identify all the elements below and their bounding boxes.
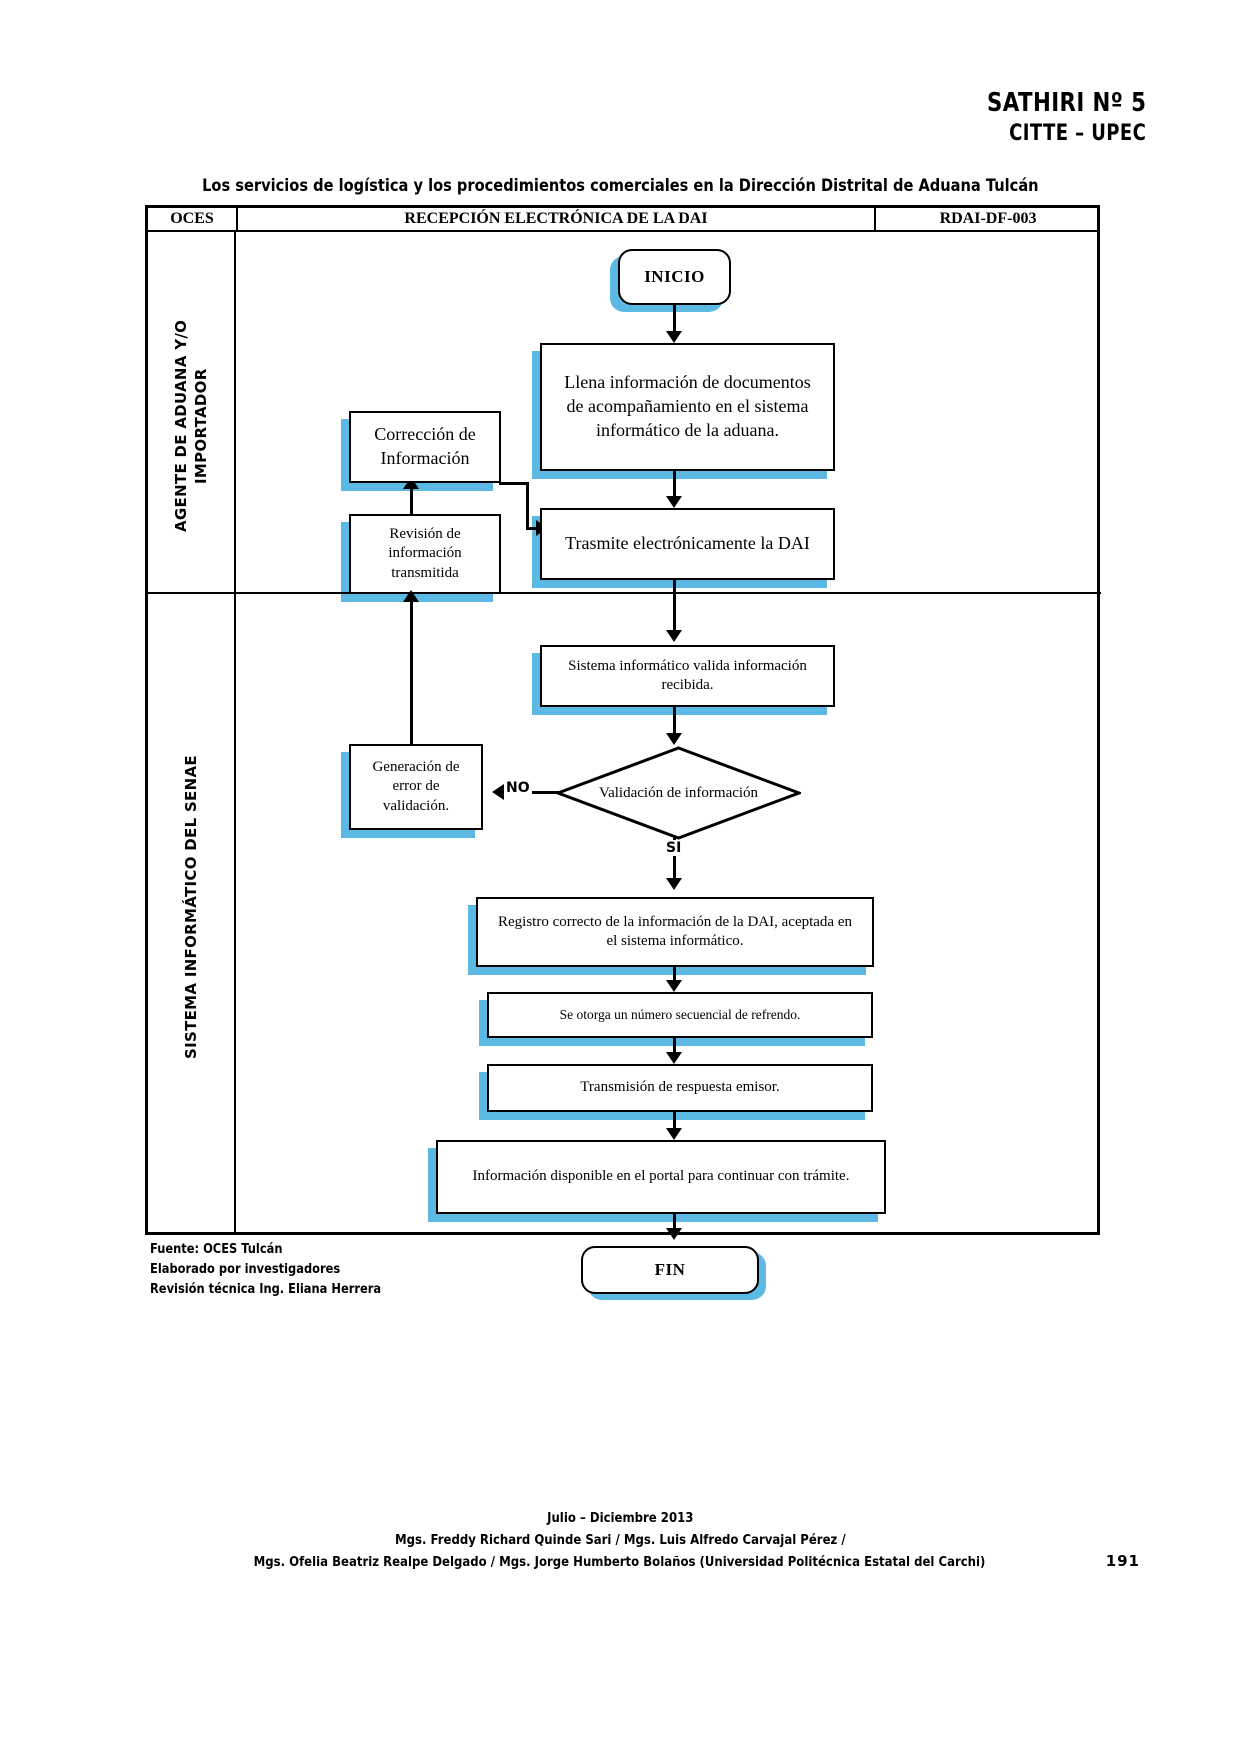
page-footer: Julio – Diciembre 2013 Mgs. Freddy Richa… (0, 1508, 1240, 1574)
arrow-llena-trasmite (666, 496, 682, 508)
edge-llena-trasmite (673, 471, 676, 501)
page-title: Los servicios de logística y los procedi… (0, 176, 1240, 196)
edge-error-revision (410, 600, 413, 746)
note-fuente: Fuente: OCES Tulcán (150, 1242, 283, 1257)
arrow-decision-error (492, 784, 504, 800)
edge-valida-decision (673, 707, 676, 739)
edge-correccion-elbow-v (526, 482, 529, 530)
node-fin[interactable]: FIN (581, 1246, 759, 1294)
node-revision-informacion[interactable]: Revisión de información transmitida (349, 514, 501, 594)
lane-label-agente: AGENTE DE ADUANA Y/O IMPORTADOR (171, 319, 210, 533)
arrow-registro-refrendo (666, 980, 682, 992)
node-informacion-portal[interactable]: Información disponible en el portal para… (436, 1140, 886, 1214)
node-correccion-informacion[interactable]: Corrección de Información (349, 411, 501, 483)
institution-name: CITTE – UPEC (1008, 120, 1146, 146)
footer-authors-2: Mgs. Ofelia Beatriz Realpe Delgado / Mgs… (0, 1552, 1240, 1574)
page-title-text: Los servicios de logística y los procedi… (201, 176, 1039, 196)
arrow-error-revision (403, 590, 419, 602)
edge-inicio-llena (673, 305, 676, 335)
journal-header: SATHIRI Nº 5 CITTE – UPEC (952, 88, 1146, 147)
node-sistema-valida[interactable]: Sistema informático valida información r… (540, 645, 835, 707)
node-transmision-respuesta[interactable]: Transmisión de respuesta emisor. (487, 1064, 873, 1112)
lane-column: AGENTE DE ADUANA Y/O IMPORTADOR SISTEMA … (148, 232, 236, 1232)
edge-label-si: SI (664, 840, 684, 856)
edge-registro-refrendo (673, 967, 676, 985)
edge-portal-fin (673, 1214, 676, 1234)
footer-period: Julio – Diciembre 2013 (0, 1508, 1240, 1530)
node-validacion-decision[interactable]: Validación de información (556, 746, 801, 840)
flowchart-table: OCES RECEPCIÓN ELECTRÓNICA DE LA DAI RDA… (145, 205, 1101, 1300)
edge-label-no: NO (504, 780, 532, 796)
footer-authors-1-text: Mgs. Freddy Richard Quinde Sari / Mgs. L… (394, 1533, 846, 1549)
footer-authors-1: Mgs. Freddy Richard Quinde Sari / Mgs. L… (0, 1530, 1240, 1552)
footer-authors-2-text: Mgs. Ofelia Beatriz Realpe Delgado / Mgs… (254, 1555, 986, 1571)
table-header-row: OCES RECEPCIÓN ELECTRÓNICA DE LA DAI RDA… (148, 208, 1097, 232)
flow-canvas: INICIO Llena información de documentos d… (236, 232, 1097, 1300)
diamond-shape (556, 746, 801, 840)
lane-label-senae: SISTEMA INFORMÁTICO DEL SENAE (181, 755, 200, 1059)
arrow-portal-fin (666, 1228, 682, 1240)
arrow-transmision-portal (666, 1128, 682, 1140)
arrow-valida-decision (666, 733, 682, 745)
footer-period-text: Julio – Diciembre 2013 (546, 1511, 694, 1526)
header-cell-code: RDAI-DF-003 (939, 210, 1037, 227)
edge-correccion-elbow-h2 (526, 527, 542, 530)
edge-transmision-portal (673, 1112, 676, 1134)
header-cell-org: OCES (170, 210, 214, 227)
lane-divider-line (236, 592, 1101, 594)
arrow-decision-registro (666, 878, 682, 890)
edge-correccion-elbow-h1 (499, 482, 529, 485)
header-cell-process: RECEPCIÓN ELECTRÓNICA DE LA DAI (236, 208, 876, 232)
node-registro-correcto[interactable]: Registro correcto de la información de l… (476, 897, 874, 967)
edge-revision-correccion (410, 487, 413, 517)
edge-refrendo-transmision (673, 1038, 676, 1058)
edge-trasmite-valida (673, 580, 676, 636)
page-number: 191 (1105, 1552, 1140, 1570)
edge-decision-si (673, 838, 676, 884)
node-generacion-error[interactable]: Generación de error de validación. (349, 744, 483, 830)
journal-name: SATHIRI Nº 5 (986, 88, 1146, 118)
source-notes: Fuente: OCES Tulcán Elaborado por invest… (150, 1240, 413, 1300)
node-numero-refrendo[interactable]: Se otorga un número secuencial de refren… (487, 992, 873, 1038)
note-elaborado: Elaborado por investigadores (150, 1262, 341, 1278)
decision-label: Validación de información (598, 784, 759, 801)
note-revision: Revisión técnica Ing. Eliana Herrera (150, 1282, 382, 1298)
arrow-refrendo-transmision (666, 1052, 682, 1064)
arrow-trasmite-valida (666, 630, 682, 642)
lane-divider (148, 592, 234, 594)
node-inicio[interactable]: INICIO (618, 249, 731, 305)
node-trasmite-dai[interactable]: Trasmite electrónicamente la DAI (540, 508, 835, 580)
node-llena-informacion[interactable]: Llena información de documentos de acomp… (540, 343, 835, 471)
arrow-inicio-llena (666, 331, 682, 343)
